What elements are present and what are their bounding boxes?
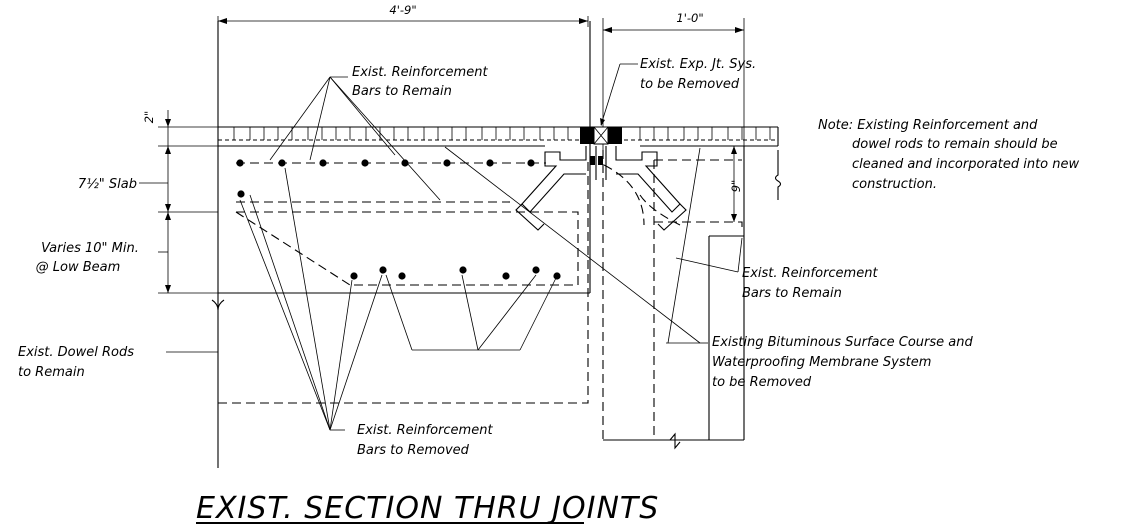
label-reinf-bottom-line2: Bars to Removed [357, 443, 470, 458]
dimension-width-right: 1'-0" [602, 11, 745, 150]
bar-bot-7 [553, 272, 561, 280]
dimension-width-left: 4'-9" [217, 3, 589, 27]
expansion-joint [515, 126, 687, 231]
dimension-varies-line1: Varies 10" Min. [41, 241, 139, 256]
title-block: EXIST. SECTION THRU JOINTS [196, 491, 659, 526]
left-slab [211, 21, 778, 468]
leaders [166, 63, 743, 431]
dimension-width-right-text: 1'-0" [676, 11, 703, 25]
bar-bot-2 [379, 266, 387, 274]
bar-bot-1 [350, 272, 358, 280]
bar-bot-5 [502, 272, 510, 280]
bar-top-8 [527, 159, 535, 167]
reinforcement-bars [236, 159, 561, 280]
bar-top-6 [443, 159, 451, 167]
label-expjt-line1: Exist. Exp. Jt. Sys. [640, 57, 756, 72]
label-dowel-line1: Exist. Dowel Rods [18, 345, 134, 360]
bar-bot-4 [459, 266, 467, 274]
note: Note: Existing Reinforcement and dowel r… [818, 118, 1079, 192]
bar-mid-1 [237, 190, 245, 198]
label-reinf-top-line1: Exist. Reinforcement [352, 65, 488, 80]
bar-bot-3 [398, 272, 406, 280]
label-expjt-line2: to be Removed [640, 77, 740, 92]
note-line4: construction. [852, 177, 937, 192]
dimension-slab-text: 7½" Slab [78, 177, 137, 192]
label-reinf-bottom-line1: Exist. Reinforcement [357, 423, 493, 438]
dimension-surface-text: 2" [142, 111, 156, 124]
dimension-varies-line2: @ Low Beam [36, 260, 121, 275]
bar-top-3 [319, 159, 327, 167]
dimension-width-left-text: 4'-9" [389, 3, 416, 17]
drawing-title: EXIST. SECTION THRU JOINTS [196, 491, 659, 526]
bar-bot-6 [532, 266, 540, 274]
label-reinf-top-line2: Bars to Remain [352, 84, 452, 99]
label-dowel-line2: to Remain [18, 365, 85, 380]
note-line2: dowel rods to remain should be [852, 137, 1058, 152]
bar-top-2 [278, 159, 286, 167]
label-bitum-line2: Waterproofing Membrane System [712, 355, 931, 370]
bar-top-1 [236, 159, 244, 167]
bar-top-5 [401, 159, 409, 167]
bar-top-7 [486, 159, 494, 167]
label-bitum-line1: Existing Bituminous Surface Course and [712, 335, 973, 350]
label-bitum-line3: to be Removed [712, 375, 812, 390]
labels: Exist. Reinforcement Bars to Remain Exis… [18, 57, 973, 458]
note-line1: Note: Existing Reinforcement and [818, 118, 1038, 133]
bar-top-4 [361, 159, 369, 167]
dimension-right-depth-text: 9" [729, 180, 743, 193]
surface-course-hatch [218, 127, 778, 147]
label-reinf-right-line2: Bars to Remain [742, 286, 842, 301]
note-line3: cleaned and incorporated into new [852, 157, 1079, 172]
label-reinf-right-line1: Exist. Reinforcement [742, 266, 878, 281]
dimension-vertical-left: 2" 7½" Slab Varies 10" Min. @ Low Beam [36, 110, 218, 294]
